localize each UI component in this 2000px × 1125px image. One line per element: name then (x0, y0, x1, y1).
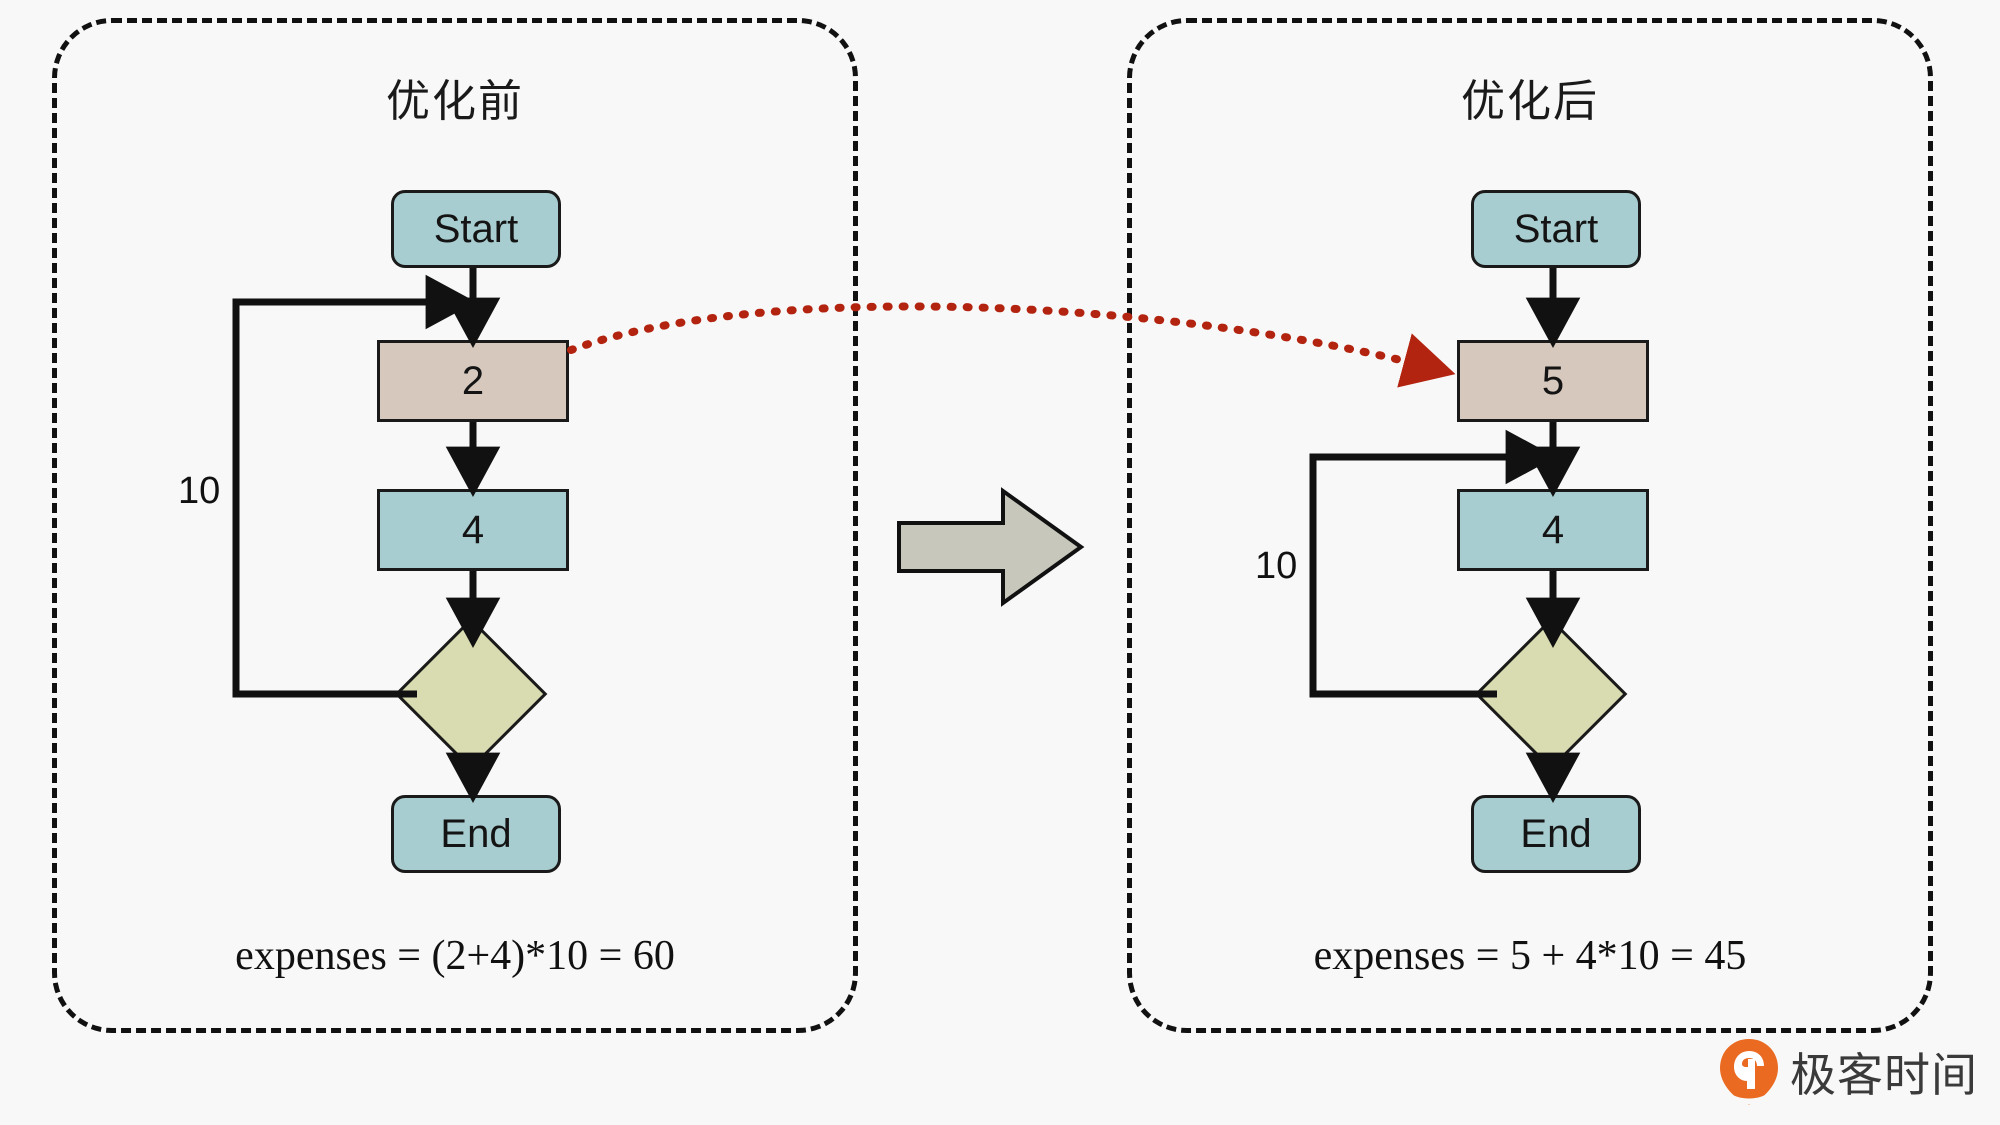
before-start-node: Start (391, 190, 561, 268)
before-loop-count-label: 10 (178, 470, 221, 512)
before-cost-4-node: 4 (377, 489, 569, 571)
before-cost-2-node: 2 (377, 340, 569, 422)
panel-before-formula: expenses = (2+4)*10 = 60 (235, 933, 675, 979)
after-start-label: Start (1513, 206, 1599, 251)
before-cost-2-label: 2 (461, 358, 485, 403)
after-cost-5-node: 5 (1457, 340, 1649, 422)
brand-logo: 极客时间 (1718, 1037, 1978, 1107)
after-end-label: End (1520, 811, 1592, 856)
panel-after-formula: expenses = 5 + 4*10 = 45 (1313, 933, 1747, 979)
after-cost-4-node: 4 (1457, 489, 1649, 571)
after-end-node: End (1471, 795, 1641, 873)
transformation-arrow (897, 487, 1085, 607)
geektime-pin-icon (1720, 1039, 1778, 1105)
brand-name: 极客时间 (1790, 1049, 1978, 1101)
after-cost-5-label: 5 (1541, 358, 1565, 403)
panel-before-title: 优化前 (386, 77, 524, 126)
after-start-node: Start (1471, 190, 1641, 268)
before-end-label: End (440, 811, 512, 856)
before-cost-4-label: 4 (461, 507, 485, 552)
panel-before-optimization: 优化前 expenses = (2+4)*10 = 60 (52, 18, 858, 1033)
panel-after-optimization: 优化后 expenses = 5 + 4*10 = 45 (1127, 18, 1933, 1033)
before-start-label: Start (433, 206, 519, 251)
panel-after-title: 优化后 (1461, 77, 1599, 126)
before-end-node: End (391, 795, 561, 873)
after-cost-4-label: 4 (1541, 507, 1565, 552)
after-loop-count-label: 10 (1255, 545, 1298, 587)
